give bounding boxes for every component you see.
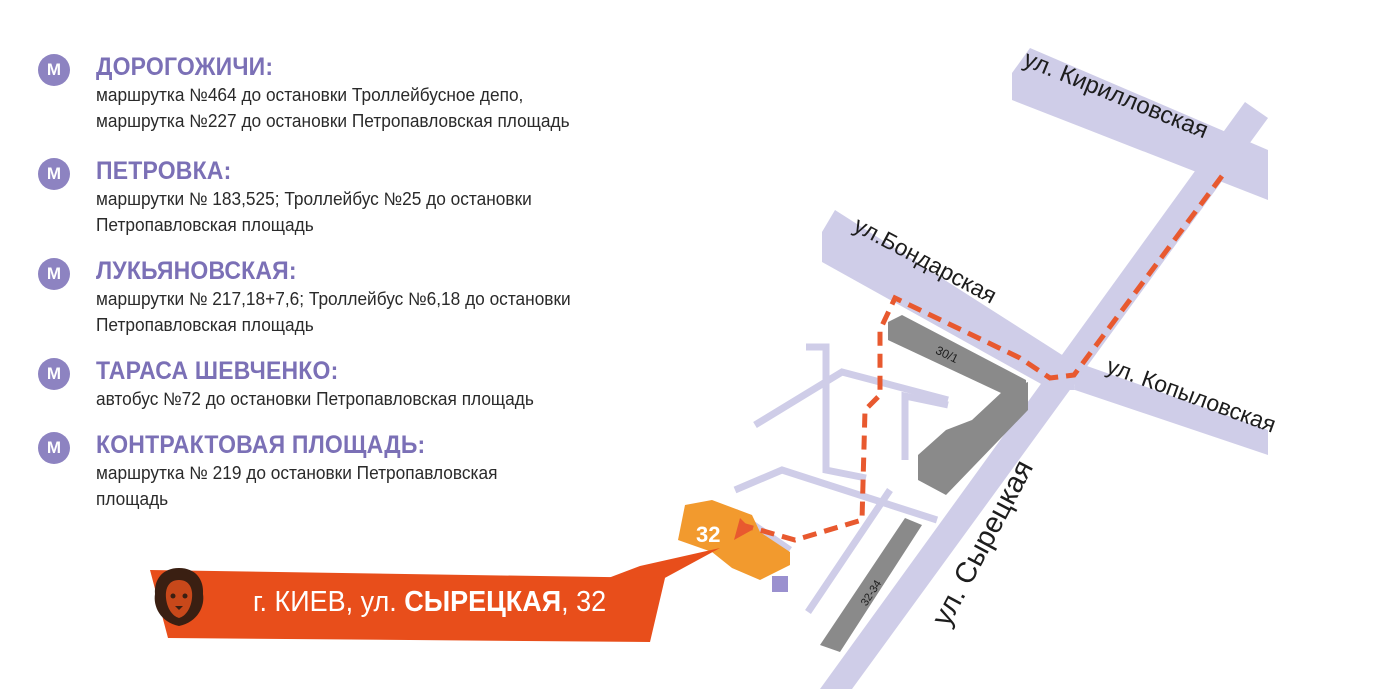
building-30-1: 30/1 bbox=[888, 315, 1028, 495]
street-bondarskaya-road bbox=[822, 210, 1075, 390]
route-description: автобус №72 до остановки Петропавловская… bbox=[96, 389, 534, 409]
lion-logo-icon bbox=[154, 568, 204, 626]
route-description: маршрутки № 183,525; Троллейбус №25 до о… bbox=[96, 189, 532, 235]
metro-icon: M bbox=[38, 358, 70, 390]
station-name: ПЕТРОВКА: bbox=[96, 157, 232, 185]
route-list: M ДОРОГОЖИЧИ: маршрутка №464 до остановк… bbox=[38, 52, 718, 530]
metro-icon: M bbox=[38, 54, 70, 86]
target-building: 32 bbox=[678, 500, 790, 592]
station-name: ТАРАСА ШЕВЧЕНКО: bbox=[96, 357, 339, 385]
route-description: маршрутки № 217,18+7,6; Троллейбус №6,18… bbox=[96, 289, 571, 335]
address-text: г. КИЕВ, ул. СЫРЕЦКАЯ, 32 bbox=[253, 586, 606, 619]
route-item: M ЛУКЬЯНОВСКАЯ: маршрутки № 217,18+7,6; … bbox=[38, 256, 718, 338]
address-prefix: г. КИЕВ, ул. bbox=[253, 586, 405, 618]
station-name: КОНТРАКТОВАЯ ПЛОЩАДЬ: bbox=[96, 431, 426, 459]
address-street: СЫРЕЦКАЯ bbox=[404, 586, 562, 618]
street-kopylovskaya-road bbox=[1070, 360, 1268, 455]
walking-route bbox=[741, 174, 1225, 543]
route-arrow-icon bbox=[734, 518, 752, 540]
route-item: M ДОРОГОЖИЧИ: маршрутка №464 до остановк… bbox=[38, 52, 718, 134]
route-description: маршрутка №464 до остановки Троллейбусно… bbox=[96, 85, 570, 131]
metro-icon: M bbox=[38, 258, 70, 290]
building-label: 32 bbox=[696, 522, 720, 547]
route-item: M ПЕТРОВКА: маршрутки № 183,525; Троллей… bbox=[38, 156, 718, 238]
address-banner: г. КИЕВ, ул. СЫРЕЦКАЯ, 32 bbox=[150, 566, 665, 644]
route-item: M КОНТРАКТОВАЯ ПЛОЩАДЬ: маршрутка № 219 … bbox=[38, 430, 718, 512]
metro-icon: M bbox=[38, 158, 70, 190]
address-number: , 32 bbox=[561, 586, 607, 618]
station-name: ЛУКЬЯНОВСКАЯ: bbox=[96, 257, 297, 285]
station-name: ДОРОГОЖИЧИ: bbox=[96, 53, 274, 81]
metro-icon: M bbox=[38, 432, 70, 464]
route-item: M ТАРАСА ШЕВЧЕНКО: автобус №72 до остано… bbox=[38, 356, 718, 412]
banner-background bbox=[150, 570, 665, 642]
banner-pointer bbox=[603, 548, 720, 586]
route-description: маршрутка № 219 до остановки Петропавлов… bbox=[96, 463, 498, 509]
street-syretskaya-road bbox=[820, 102, 1268, 689]
